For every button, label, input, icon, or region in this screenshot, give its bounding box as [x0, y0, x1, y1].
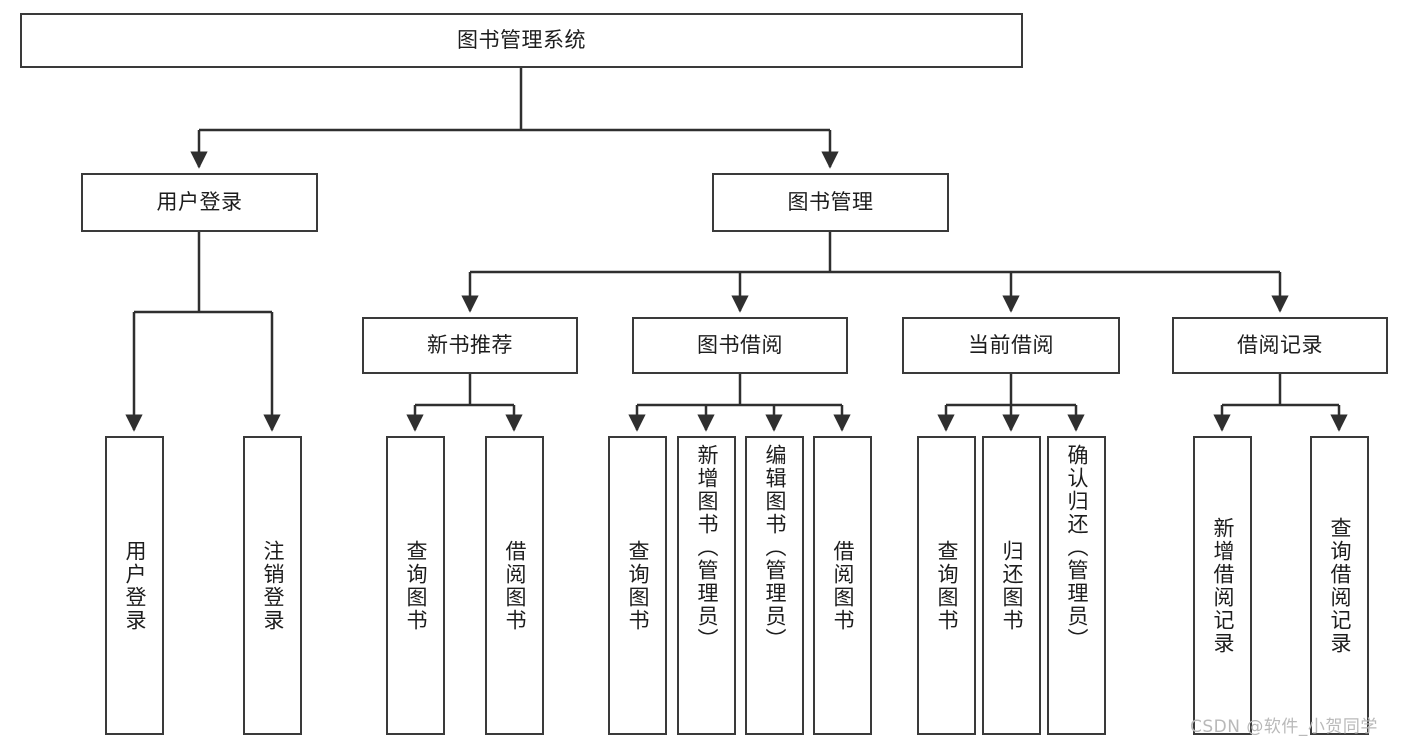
node-leaf-logout[interactable]: 注销登录 [243, 436, 302, 735]
node-leaf-add-record[interactable]: 新增借阅记录 [1193, 436, 1252, 735]
node-book-borrow[interactable]: 图书借阅 [632, 317, 848, 374]
node-label-leaf-query-book-2: 查询图书 [626, 539, 650, 632]
node-label-leaf-add-book-admin: 新增图书（管理员） [695, 444, 719, 651]
node-label-leaf-borrow-book-2: 借阅图书 [831, 539, 855, 632]
node-leaf-borrow-book-1[interactable]: 借阅图书 [485, 436, 544, 735]
node-leaf-query-record[interactable]: 查询借阅记录 [1310, 436, 1369, 735]
node-leaf-confirm-return-admin[interactable]: 确认归还（管理员） [1047, 436, 1106, 735]
node-label-leaf-borrow-book-1: 借阅图书 [503, 539, 527, 632]
node-label-new-book-recommend: 新书推荐 [427, 332, 513, 357]
node-label-book-manage: 图书管理 [787, 189, 874, 214]
node-leaf-return-book[interactable]: 归还图书 [982, 436, 1041, 735]
node-new-book-recommend[interactable]: 新书推荐 [362, 317, 578, 374]
node-label-leaf-edit-book-admin: 编辑图书（管理员） [763, 444, 787, 651]
node-leaf-borrow-book-2[interactable]: 借阅图书 [813, 436, 872, 735]
node-leaf-query-book-2[interactable]: 查询图书 [608, 436, 667, 735]
node-root-system[interactable]: 图书管理系统 [20, 13, 1023, 68]
node-user-login[interactable]: 用户登录 [81, 173, 318, 232]
node-label-user-login: 用户登录 [156, 189, 243, 214]
node-label-leaf-confirm-return-admin: 确认归还（管理员） [1065, 444, 1089, 651]
node-leaf-query-book-1[interactable]: 查询图书 [386, 436, 445, 735]
csdn-watermark: CSDN @软件_小贺同学 [1190, 717, 1378, 737]
node-label-borrow-record: 借阅记录 [1237, 332, 1323, 357]
node-leaf-add-book-admin[interactable]: 新增图书（管理员） [677, 436, 736, 735]
node-borrow-record[interactable]: 借阅记录 [1172, 317, 1388, 374]
node-label-leaf-return-book: 归还图书 [1000, 539, 1024, 632]
node-book-manage[interactable]: 图书管理 [712, 173, 949, 232]
node-leaf-edit-book-admin[interactable]: 编辑图书（管理员） [745, 436, 804, 735]
node-label-leaf-query-book-1: 查询图书 [404, 539, 428, 632]
node-label-current-borrow: 当前借阅 [968, 332, 1054, 357]
node-label-leaf-add-record: 新增借阅记录 [1211, 516, 1235, 655]
node-label-root: 图书管理系统 [457, 27, 586, 52]
node-leaf-query-book-3[interactable]: 查询图书 [917, 436, 976, 735]
node-current-borrow[interactable]: 当前借阅 [902, 317, 1120, 374]
node-leaf-user-login[interactable]: 用户登录 [105, 436, 164, 735]
node-label-leaf-logout: 注销登录 [261, 539, 285, 632]
node-label-book-borrow: 图书借阅 [697, 332, 783, 357]
node-label-leaf-query-record: 查询借阅记录 [1328, 516, 1352, 655]
node-label-leaf-user-login: 用户登录 [123, 539, 147, 632]
node-label-leaf-query-book-3: 查询图书 [935, 539, 959, 632]
